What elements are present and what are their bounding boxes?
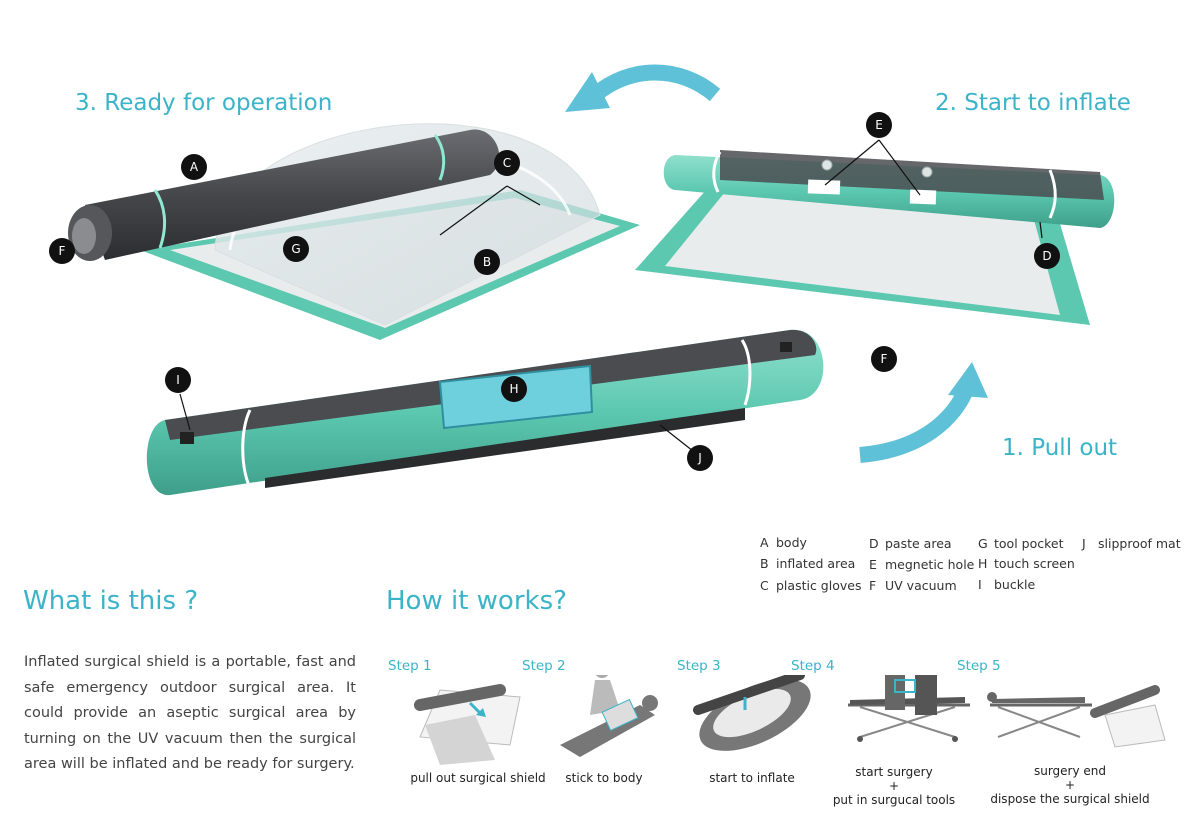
step-3-label: Step 3: [677, 658, 721, 674]
what-description: Inflated surgical shield is a portable, …: [24, 654, 356, 772]
step-1-caption: pull out surgical shield: [410, 771, 546, 785]
arrow-bottom-icon: [859, 362, 988, 463]
shield-inflate-illustration: [635, 150, 1115, 325]
stage-title-pull: 1. Pull out: [1002, 435, 1118, 461]
step-5-caption-line: dispose the surgical shield: [990, 792, 1150, 806]
marker-d: D: [1034, 243, 1060, 269]
step-4-caption: start surgery + put in surgucal tools: [833, 765, 955, 807]
step-3-caption: start to inflate: [709, 771, 795, 785]
shield-ready-illustration: [68, 123, 640, 340]
step-5-caption-line: +: [1064, 778, 1076, 792]
stage-title-ready: 3. Ready for operation: [75, 90, 333, 116]
step-1-illustration: [414, 684, 521, 765]
step-3-illustration: [693, 675, 811, 751]
marker-f-pull: F: [871, 346, 897, 372]
step-4-caption-line: start surgery: [855, 765, 933, 779]
marker-f-ready: F: [49, 238, 75, 264]
step-4-illustration: [848, 675, 970, 742]
step-5-caption-line: surgery end: [1033, 764, 1107, 778]
step-5-illustration: [987, 685, 1166, 748]
how-title: How it works?: [386, 586, 567, 616]
step-4-label: Step 4: [791, 658, 835, 674]
marker-g: G: [283, 236, 309, 262]
marker-i: I: [165, 367, 191, 393]
steps-illustration: [414, 675, 1166, 765]
shield-rolled-illustration: [146, 329, 824, 496]
stage-title-inflate: 2. Start to inflate: [935, 90, 1131, 116]
marker-j: J: [687, 445, 713, 471]
what-title: What is this ?: [23, 586, 199, 616]
step-5-label: Step 5: [957, 658, 1001, 674]
step-2-label: Step 2: [522, 658, 566, 674]
step-5-caption: surgery end + dispose the surgical shiel…: [990, 764, 1149, 806]
step-1-label: Step 1: [388, 658, 432, 674]
marker-e: E: [866, 112, 892, 138]
marker-b: B: [474, 249, 500, 275]
step-4-caption-line: +: [888, 779, 900, 793]
marker-a: A: [181, 154, 207, 180]
marker-h: H: [501, 376, 527, 402]
step-2-caption: stick to body: [565, 771, 643, 785]
arrow-top-icon: [565, 64, 721, 112]
marker-c: C: [494, 150, 520, 176]
step-2-illustration: [560, 675, 658, 757]
step-4-caption-line: put in surgucal tools: [832, 793, 956, 807]
